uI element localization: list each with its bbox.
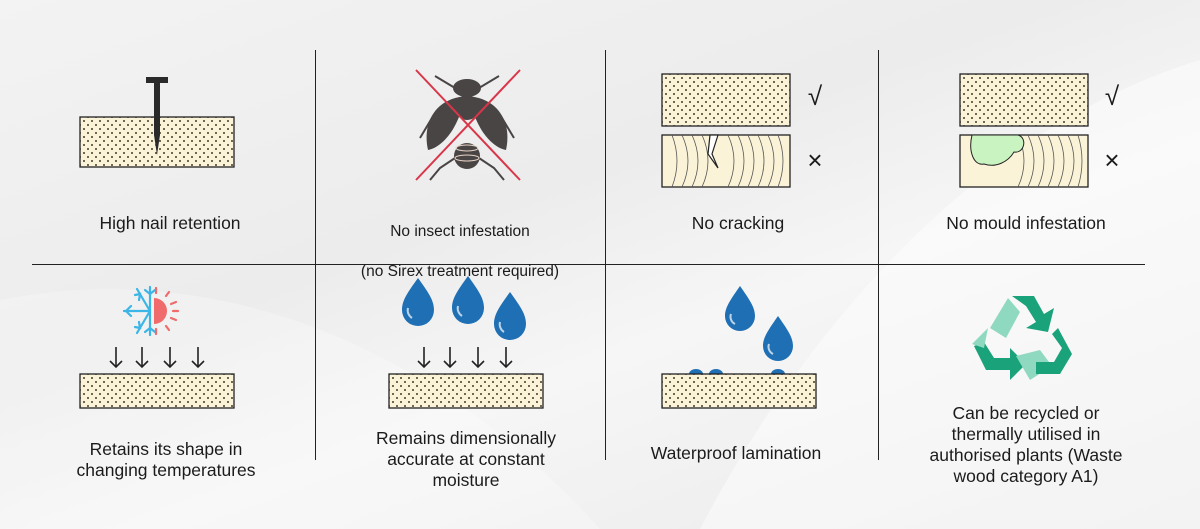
grid-divider-vertical-3 — [878, 50, 879, 460]
check-mark-mould: √ — [1104, 81, 1120, 111]
crossed-fly-icon — [415, 69, 521, 181]
feature-label-waterproof: Waterproof lamination — [650, 443, 822, 463]
waterproof-board-icon — [661, 286, 817, 409]
check-mark-cracking: √ — [807, 81, 823, 111]
feature-label-nail-retention: High nail retention — [99, 213, 241, 233]
feature-label-temperature: Retains its shape in changing temperatur… — [76, 439, 256, 480]
grid-divider-horizontal — [32, 264, 1145, 265]
feature-label-moisture: Remains dimensionally accurate at consta… — [376, 428, 556, 490]
recycle-icon — [972, 296, 1072, 380]
down-arrows-icon — [109, 347, 205, 369]
board-temperature-icon — [79, 373, 235, 409]
feature-label-recycle: Can be recycled or thermally utilised in… — [929, 403, 1123, 486]
feature-label-insect: No insect infestation (no Sirex treatmen… — [330, 202, 590, 282]
grid-divider-vertical-2 — [605, 50, 606, 460]
feature-label-insect-line2: (no Sirex treatment required) — [360, 263, 560, 280]
feature-label-insect-line1: No insect infestation — [390, 223, 530, 240]
water-drops-icon — [402, 276, 526, 340]
feature-label-mould: No mould infestation — [946, 213, 1106, 233]
snow-sun-icon — [122, 285, 180, 337]
mould-comparison-icon — [959, 73, 1089, 188]
cross-mark-mould: × — [1104, 145, 1120, 175]
grid-divider-vertical-1 — [315, 50, 316, 460]
nail-in-wood-icon — [79, 77, 235, 168]
board-moisture-icon — [388, 373, 544, 409]
down-arrows-icon — [417, 347, 513, 369]
feature-label-cracking: No cracking — [691, 213, 785, 233]
cross-mark-cracking: × — [807, 145, 823, 175]
cracking-comparison-icon — [661, 73, 791, 188]
